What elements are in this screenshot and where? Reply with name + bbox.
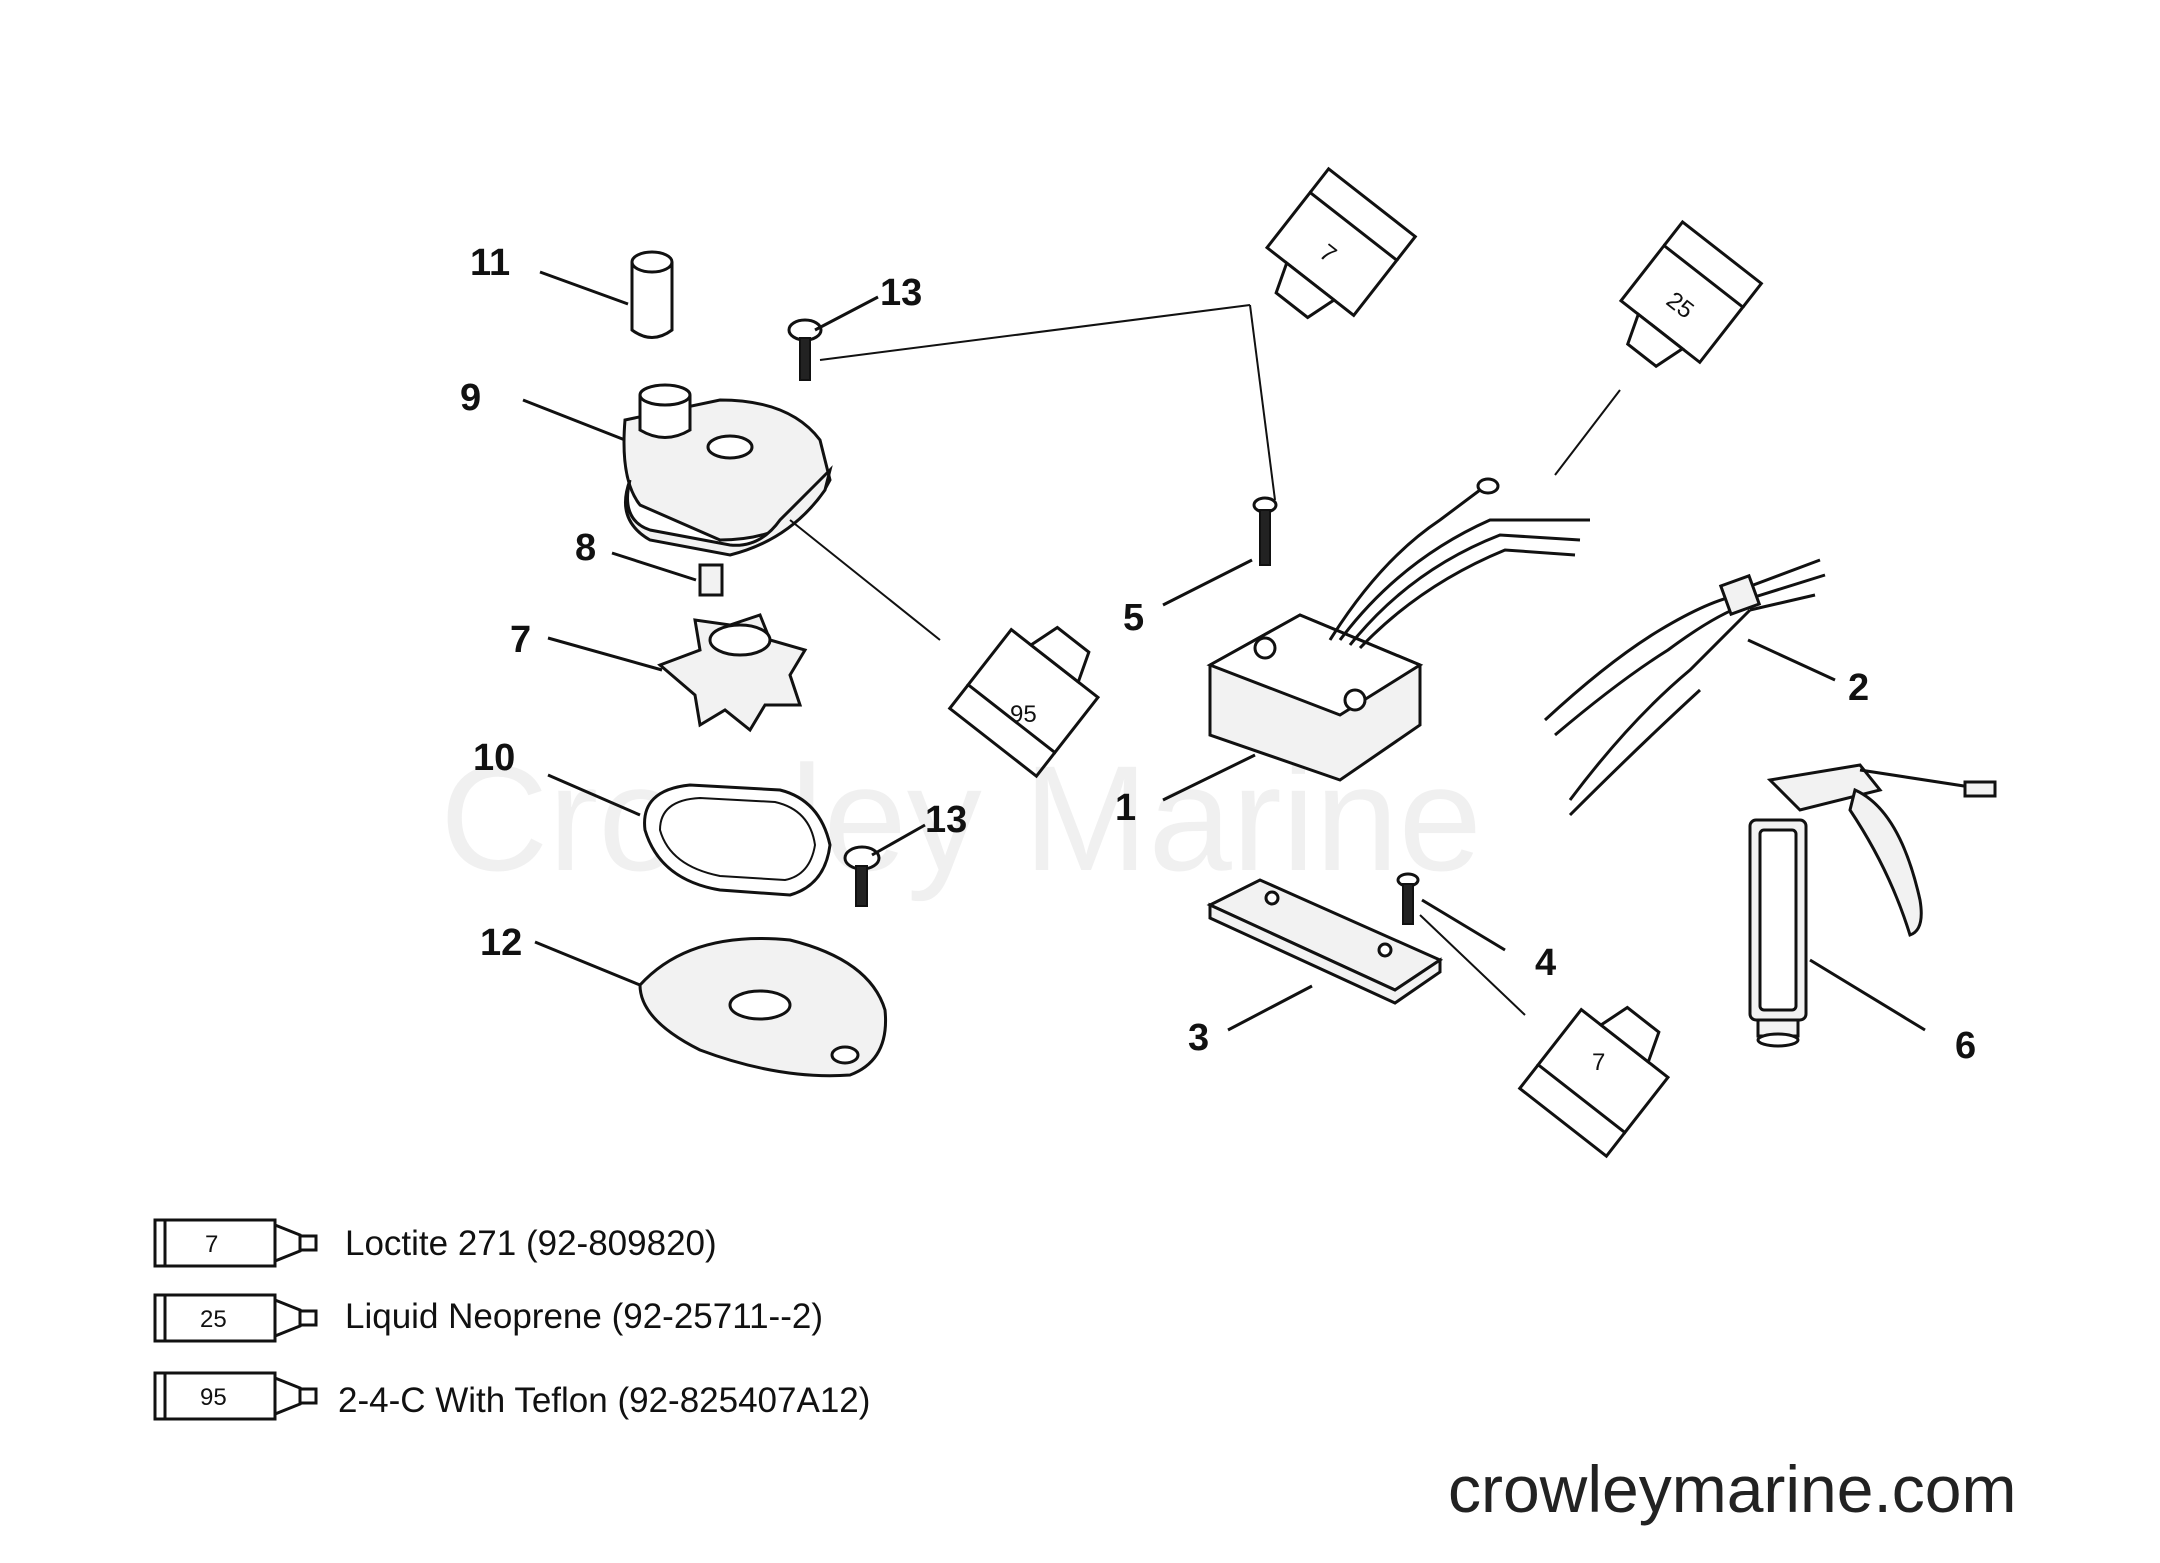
callout-12: 12 [480, 922, 522, 964]
tube-25: 25 [1618, 219, 1764, 369]
legend-tube-7-icon [153, 1218, 318, 1268]
legend-tube-95-icon [153, 1371, 318, 1421]
legend-text-25: Liquid Neoprene (92-25711--2) [345, 1297, 823, 1336]
callout-13-lower: 13 [925, 799, 967, 841]
legend-tube-25-icon [153, 1293, 318, 1343]
sealant-legend: 7 Loctite 271 (92-809820) 25 Liquid Neop… [153, 1218, 870, 1421]
legend-text-95: 2-4-C With Teflon (92-825407A12) [338, 1381, 870, 1420]
tube-7-upper: 7 [1264, 166, 1418, 320]
legend-tube-25-label: 25 [200, 1306, 227, 1333]
callout-1: 1 [1115, 787, 1136, 829]
legend-row-25: 25 Liquid Neoprene (92-25711--2) [153, 1293, 823, 1343]
legend-tube-95-label: 95 [200, 1384, 227, 1411]
callout-13-upper: 13 [880, 272, 922, 314]
part-9-pump-housing [522, 383, 833, 557]
part-3-bracket [1206, 878, 1444, 1032]
part-8-key [611, 551, 724, 597]
part-12-plate [534, 936, 888, 1078]
legend-row-95: 95 2-4-C With Teflon (92-825407A12) [153, 1371, 870, 1421]
legend-tube-7-label: 7 [205, 1231, 218, 1258]
part-1-rectifier [1162, 477, 1590, 802]
leader-tube95 [789, 519, 941, 641]
leader-tube7-screw5 [1249, 304, 1276, 501]
part-5-screw [1162, 496, 1278, 607]
part-4-screw [1396, 872, 1506, 952]
callout-11: 11 [470, 242, 510, 284]
callout-4: 4 [1535, 942, 1556, 984]
legend-row-7: 7 Loctite 271 (92-809820) [153, 1218, 717, 1268]
tube-7-lower-label: 7 [1592, 1049, 1605, 1076]
callout-10: 10 [473, 737, 515, 779]
legend-text-7: Loctite 271 (92-809820) [345, 1224, 717, 1263]
tube-7-lower [1517, 1005, 1671, 1159]
part-6-grease-gun [1748, 763, 1997, 1048]
callout-2: 2 [1848, 667, 1869, 709]
part-11-sleeve [539, 250, 674, 339]
part-7-impeller [547, 613, 808, 733]
callout-6: 6 [1955, 1025, 1976, 1067]
tube-95 [947, 625, 1101, 779]
leader-tube25 [1554, 389, 1621, 476]
callout-7: 7 [510, 619, 531, 661]
part-13-bolt-upper [787, 295, 879, 381]
callout-5: 5 [1123, 597, 1144, 639]
leader-tube7-lower [1419, 914, 1526, 1016]
part-10-gasket [547, 773, 832, 897]
callout-3: 3 [1188, 1017, 1209, 1059]
tube-95-label: 95 [1010, 701, 1037, 728]
part-2-wire-harness [1543, 558, 1836, 817]
site-url: crowleymarine.com [1448, 1452, 2016, 1526]
part-13-bolt-lower [843, 823, 926, 907]
leader-tube7-bolt13 [819, 304, 1251, 361]
callout-8: 8 [575, 527, 596, 569]
callout-9: 9 [460, 377, 481, 419]
callout-labels: 1 2 3 4 5 6 7 8 9 10 11 12 13 13 [460, 242, 1976, 1067]
